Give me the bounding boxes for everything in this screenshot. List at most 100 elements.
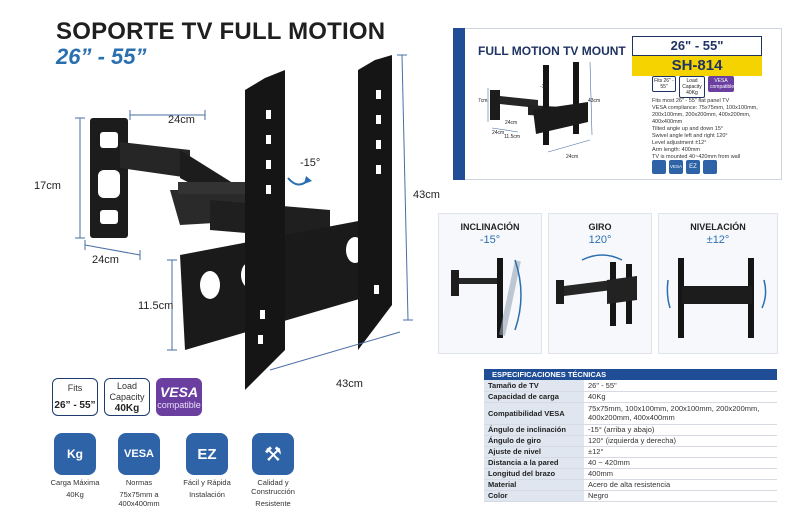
spec-value: 75x75mm, 100x100mm, 200x100mm, 200x200mm… bbox=[584, 402, 777, 425]
box-dim-43: 43cm bbox=[588, 98, 601, 104]
panel-inclinacion-title: INCLINACIÓN bbox=[460, 222, 520, 232]
spec-key: Capacidad de carga bbox=[484, 391, 584, 403]
feature-easy-install: EZ Fácil y Rápida Instalación bbox=[178, 433, 236, 499]
spec-key: Ángulo de inclinación bbox=[484, 424, 584, 436]
box-foot-ez-icon: EZ bbox=[686, 160, 700, 174]
box-dim-24b: 24cm bbox=[505, 120, 518, 126]
box-mini-fits: Fits 26" - 55" bbox=[652, 76, 676, 92]
box-spec-line: Swivel angle left and right 120° bbox=[652, 133, 728, 139]
feature-quality-line1: Calidad y Construcción bbox=[251, 478, 295, 496]
box-title: FULL MOTION TV MOUNT bbox=[478, 44, 626, 58]
panel-inclinacion-value: -15° bbox=[479, 234, 501, 246]
box-model: SH-814 bbox=[632, 56, 762, 76]
fits-value: 26” - 55” bbox=[54, 400, 96, 411]
page-subtitle: 26” - 55” bbox=[56, 44, 147, 69]
load-label-1: Load bbox=[116, 381, 138, 391]
box-dim-15: -15° bbox=[540, 84, 550, 90]
feature-quality: ⚒ Calidad y Construcción Resistente bbox=[244, 433, 302, 508]
tilt-illustration bbox=[451, 258, 522, 338]
spec-key: Material bbox=[484, 479, 584, 491]
panel-nivelacion-title: NIVELACIÓN bbox=[690, 222, 746, 232]
dim-vertical: 43cm bbox=[413, 189, 440, 201]
spec-value: ±12° bbox=[584, 446, 777, 458]
dim-bottom-width: 24cm bbox=[92, 254, 119, 266]
dim-top-width: 24cm bbox=[168, 114, 195, 126]
box-spec-line: Fits most 26" - 55" flat panel TV bbox=[652, 98, 730, 104]
spec-value: 400mm bbox=[584, 468, 777, 480]
vesa-sub: compatible bbox=[157, 400, 201, 410]
spec-key: Color bbox=[484, 490, 584, 502]
vesa-title: VESA bbox=[159, 384, 199, 400]
feature-weight-line1: Carga Máxima bbox=[50, 478, 100, 487]
box-mini-vesa: VESA compatible bbox=[708, 76, 735, 92]
box-dim-7: 7cm bbox=[478, 98, 488, 104]
spec-key: Compatibilidad VESA bbox=[484, 402, 584, 425]
dim-arm-depth: 11.5cm bbox=[138, 300, 174, 312]
spec-value: Negro bbox=[584, 490, 777, 502]
dim-horizontal: 43cm bbox=[336, 378, 363, 390]
box-spec-line: 400x400mm bbox=[652, 119, 683, 125]
box-dim-24a: 24cm bbox=[492, 130, 505, 136]
box-dim-24c: 24cm bbox=[566, 154, 579, 160]
spec-key: Distancia a la pared bbox=[484, 457, 584, 469]
feature-vesa-line2: 75x75mm a 400x400mm bbox=[118, 490, 160, 508]
box-spec-list: Fits most 26" - 55" flat panel TV VESA c… bbox=[652, 98, 772, 161]
dim-tilt: -15° bbox=[300, 157, 321, 169]
panel-giro-value: 120° bbox=[588, 234, 612, 246]
feature-easy-line1: Fácil y Rápida bbox=[183, 478, 231, 487]
spec-key: Tamaño de TV bbox=[484, 380, 584, 392]
feature-easy-line2: Instalación bbox=[189, 490, 225, 499]
spec-value: 120° (izquierda y derecha) bbox=[584, 435, 777, 447]
spec-key: Longitud del brazo bbox=[484, 468, 584, 480]
table-row: Ángulo de inclinación-15° (arriba y abaj… bbox=[484, 424, 777, 436]
swivel-illustration bbox=[556, 254, 637, 326]
box-mini-load: Load Capacity 40Kg bbox=[679, 76, 705, 98]
spec-key: Ángulo de giro bbox=[484, 435, 584, 447]
page-title: SOPORTE TV FULL MOTION bbox=[56, 18, 386, 45]
box-foot-wrench-icon bbox=[703, 160, 717, 174]
feature-vesa: VESA Normas 75x75mm a 400x400mm bbox=[110, 433, 168, 508]
box-size: 26" - 55" bbox=[632, 36, 762, 56]
spec-value: 26" - 55" bbox=[584, 380, 777, 392]
box-foot-vesa-icon: VESA bbox=[669, 160, 683, 174]
box-spec-line: Tilted angle up and down 15° bbox=[652, 126, 724, 132]
table-row: Ajuste de nivel±12° bbox=[484, 446, 777, 458]
dim-plate-height: 17cm bbox=[34, 180, 61, 192]
box-mount-illustration bbox=[487, 61, 593, 153]
vesa-icon: VESA bbox=[118, 433, 160, 475]
spec-value: 40 ~ 420mm bbox=[584, 457, 777, 469]
box-foot-weight-icon bbox=[652, 160, 666, 174]
spec-value: Acero de alta resistencia bbox=[584, 479, 777, 491]
load-value: 40Kg bbox=[114, 403, 140, 414]
box-spec-line: VESA compliance: 75x75mm, 100x100mm, bbox=[652, 105, 758, 111]
load-label-2: Capacity bbox=[109, 392, 145, 402]
feature-vesa-line1: Normas bbox=[125, 478, 153, 487]
box-dim-115: 11.5cm bbox=[504, 134, 521, 140]
product-box-spine bbox=[453, 28, 465, 180]
wrench-icon: ⚒ bbox=[252, 433, 294, 475]
tv-mount-illustration bbox=[75, 54, 413, 390]
box-foot-badges: VESA EZ bbox=[652, 160, 717, 174]
box-spec-line: Level adjustment ±12° bbox=[652, 140, 707, 146]
fits-badge: Fits 26” - 55” bbox=[52, 378, 98, 416]
spec-value: 40Kg bbox=[584, 391, 777, 403]
box-spec-line: 200x100mm, 200x200mm, 400x200mm, bbox=[652, 112, 751, 118]
feature-weight: Kg Carga Máxima 40Kg bbox=[46, 433, 104, 499]
spec-key: Ajuste de nivel bbox=[484, 446, 584, 458]
panel-nivelacion-value: ±12° bbox=[706, 234, 730, 246]
easy-install-icon: EZ bbox=[186, 433, 228, 475]
level-illustration bbox=[666, 258, 767, 338]
spec-value: -15° (arriba y abajo) bbox=[584, 424, 777, 436]
feature-quality-line2: Resistente bbox=[255, 499, 291, 508]
vesa-badge: VESA compatible bbox=[156, 378, 202, 416]
load-badge: Load Capacity 40Kg bbox=[104, 378, 150, 416]
